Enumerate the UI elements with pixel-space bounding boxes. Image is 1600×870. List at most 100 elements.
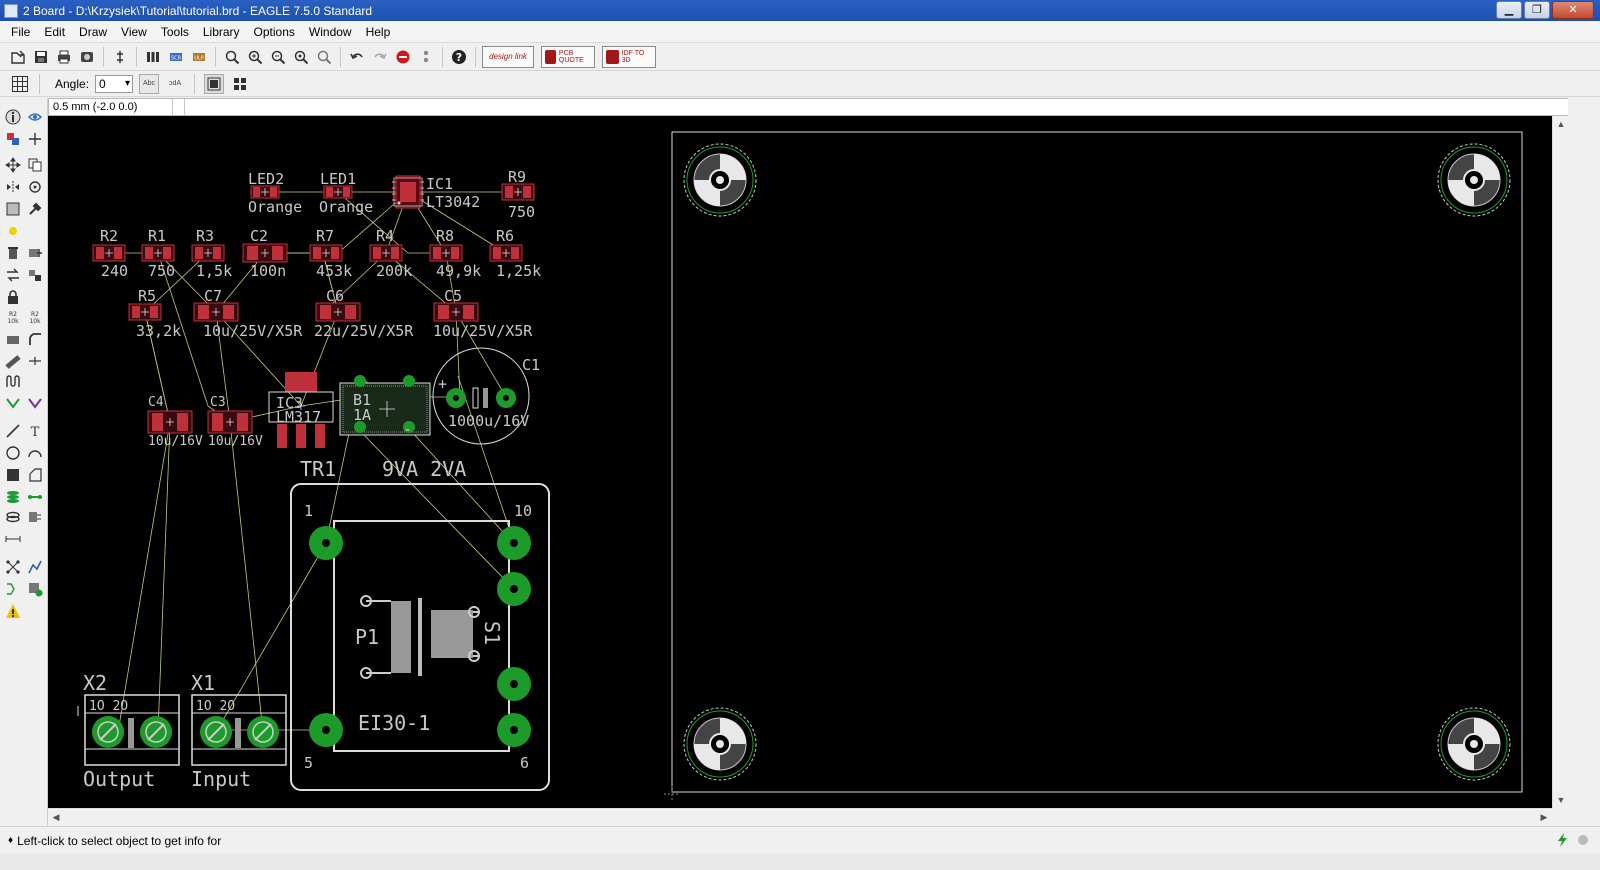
group-icon[interactable] <box>4 200 22 218</box>
smd-part-r4[interactable] <box>369 244 403 262</box>
go-icon[interactable] <box>416 47 436 67</box>
lightning-icon[interactable] <box>1556 832 1570 851</box>
info-icon[interactable] <box>4 108 22 126</box>
smd-part-r8[interactable] <box>429 244 463 262</box>
zoom-in-icon[interactable] <box>245 47 265 67</box>
restore-icon[interactable]: ❐ <box>1524 1 1550 19</box>
smd-part-c2[interactable] <box>242 243 288 263</box>
menu-library[interactable]: Library <box>202 24 240 39</box>
smd-part-r1[interactable] <box>141 244 175 262</box>
horizontal-scrollbar[interactable]: ◀ ▶ <box>48 808 1552 824</box>
print-icon[interactable] <box>54 47 74 67</box>
layer-settings-icon[interactable] <box>143 47 163 67</box>
menu-window[interactable]: Window <box>308 24 352 39</box>
smd-part-r5[interactable] <box>128 303 162 321</box>
errors-icon[interactable] <box>4 602 22 620</box>
text-icon[interactable]: T <box>26 422 44 440</box>
transformer-tr1[interactable] <box>290 483 550 791</box>
scroll-right-icon[interactable]: ▶ <box>1540 812 1548 822</box>
polygon-icon[interactable] <box>26 466 44 484</box>
signal-icon[interactable] <box>26 488 44 506</box>
ripup-all-icon[interactable] <box>26 394 44 412</box>
smd-part-r6[interactable] <box>489 244 523 262</box>
paste-icon[interactable] <box>4 222 22 240</box>
smd-part-c7[interactable] <box>193 302 239 322</box>
mirror-icon[interactable] <box>4 178 22 196</box>
run-ulp-icon[interactable]: ULP <box>189 47 209 67</box>
menu-help[interactable]: Help <box>365 24 391 39</box>
smd-part-r3[interactable] <box>191 244 225 262</box>
scroll-up-icon[interactable]: ▲ <box>1556 119 1566 129</box>
smd-part-led2[interactable] <box>250 185 280 199</box>
pinswap-icon[interactable] <box>4 266 22 284</box>
menu-options[interactable]: Options <box>253 24 295 39</box>
arc-icon[interactable] <box>26 444 44 462</box>
optimize-icon[interactable] <box>4 352 22 370</box>
autorouter-icon[interactable] <box>26 558 44 576</box>
bridge-rectifier-b1[interactable] <box>339 375 431 436</box>
split-icon[interactable] <box>4 330 22 348</box>
smd-part-c5[interactable] <box>433 302 479 322</box>
zoom-out-icon[interactable] <box>268 47 288 67</box>
mounting-hole[interactable] <box>1437 707 1511 781</box>
display-icon[interactable] <box>4 130 22 148</box>
design-link-button[interactable]: design link <box>482 45 534 68</box>
command-input[interactable] <box>185 99 1583 115</box>
text-mirror-button[interactable]: Abc <box>165 74 185 94</box>
lock-icon[interactable] <box>4 288 22 306</box>
save-icon[interactable] <box>31 47 51 67</box>
stop-status-icon[interactable] <box>1576 832 1590 851</box>
smd-part-ic3[interactable] <box>268 372 334 448</box>
circle-icon[interactable] <box>4 444 22 462</box>
add-icon[interactable] <box>26 244 44 262</box>
attribute-icon[interactable] <box>26 508 44 526</box>
delete-icon[interactable] <box>4 244 22 262</box>
scroll-down-icon[interactable]: ▼ <box>1556 795 1566 805</box>
pcb-quote-button[interactable]: PCB QUOTE <box>541 45 595 68</box>
mounting-hole[interactable] <box>1437 143 1511 217</box>
terminal-block-x1[interactable] <box>191 694 287 766</box>
help-icon[interactable]: ? <box>449 47 469 67</box>
smd-part-led1[interactable] <box>323 185 353 199</box>
board-drawing[interactable]: LED2 LED1 IC1 R9 Orange Orange LT3042 75… <box>48 116 1552 808</box>
hole-icon[interactable] <box>4 508 22 526</box>
grid-icon[interactable] <box>10 74 30 94</box>
stop-icon[interactable] <box>393 47 413 67</box>
rect-icon[interactable] <box>4 466 22 484</box>
zoom-fit-icon[interactable] <box>222 47 242 67</box>
via-icon[interactable] <box>4 488 22 506</box>
switch-schematic-icon[interactable] <box>110 47 130 67</box>
smd-part-r9[interactable] <box>501 183 535 201</box>
smd-part-c4[interactable] <box>147 410 193 434</box>
menu-draw[interactable]: Draw <box>79 24 108 39</box>
terminal-block-x2[interactable] <box>77 694 180 766</box>
smd-part-c3[interactable] <box>207 410 253 434</box>
zoom-select-icon[interactable] <box>314 47 334 67</box>
route-icon[interactable] <box>26 352 44 370</box>
undo-icon[interactable] <box>347 47 367 67</box>
meander-icon[interactable] <box>4 372 22 390</box>
idf-to-3d-button[interactable]: IDF TO 3D <box>602 45 656 68</box>
layout-single-icon[interactable] <box>204 73 225 94</box>
rotate-icon[interactable] <box>26 178 44 196</box>
smd-part-r7[interactable] <box>309 244 343 262</box>
menu-tools[interactable]: Tools <box>160 24 189 39</box>
minimize-icon[interactable]: ▁ <box>1496 1 1522 19</box>
close-icon[interactable]: ✕ <box>1552 1 1594 19</box>
redraw-icon[interactable] <box>291 47 311 67</box>
menu-edit[interactable]: Edit <box>44 24 66 39</box>
ratsnest-icon[interactable] <box>4 558 22 576</box>
mounting-hole[interactable] <box>683 707 757 781</box>
layout-grid-icon[interactable] <box>230 74 250 94</box>
copy-icon[interactable] <box>26 156 44 174</box>
wire-icon[interactable] <box>4 422 22 440</box>
drc-icon[interactable] <box>26 580 44 598</box>
scroll-left-icon[interactable]: ◀ <box>52 812 60 822</box>
replace-icon[interactable] <box>26 266 44 284</box>
miter-icon[interactable] <box>26 330 44 348</box>
open-icon[interactable] <box>8 47 28 67</box>
redo-icon[interactable] <box>370 47 390 67</box>
smd-part-c6[interactable] <box>315 302 361 322</box>
